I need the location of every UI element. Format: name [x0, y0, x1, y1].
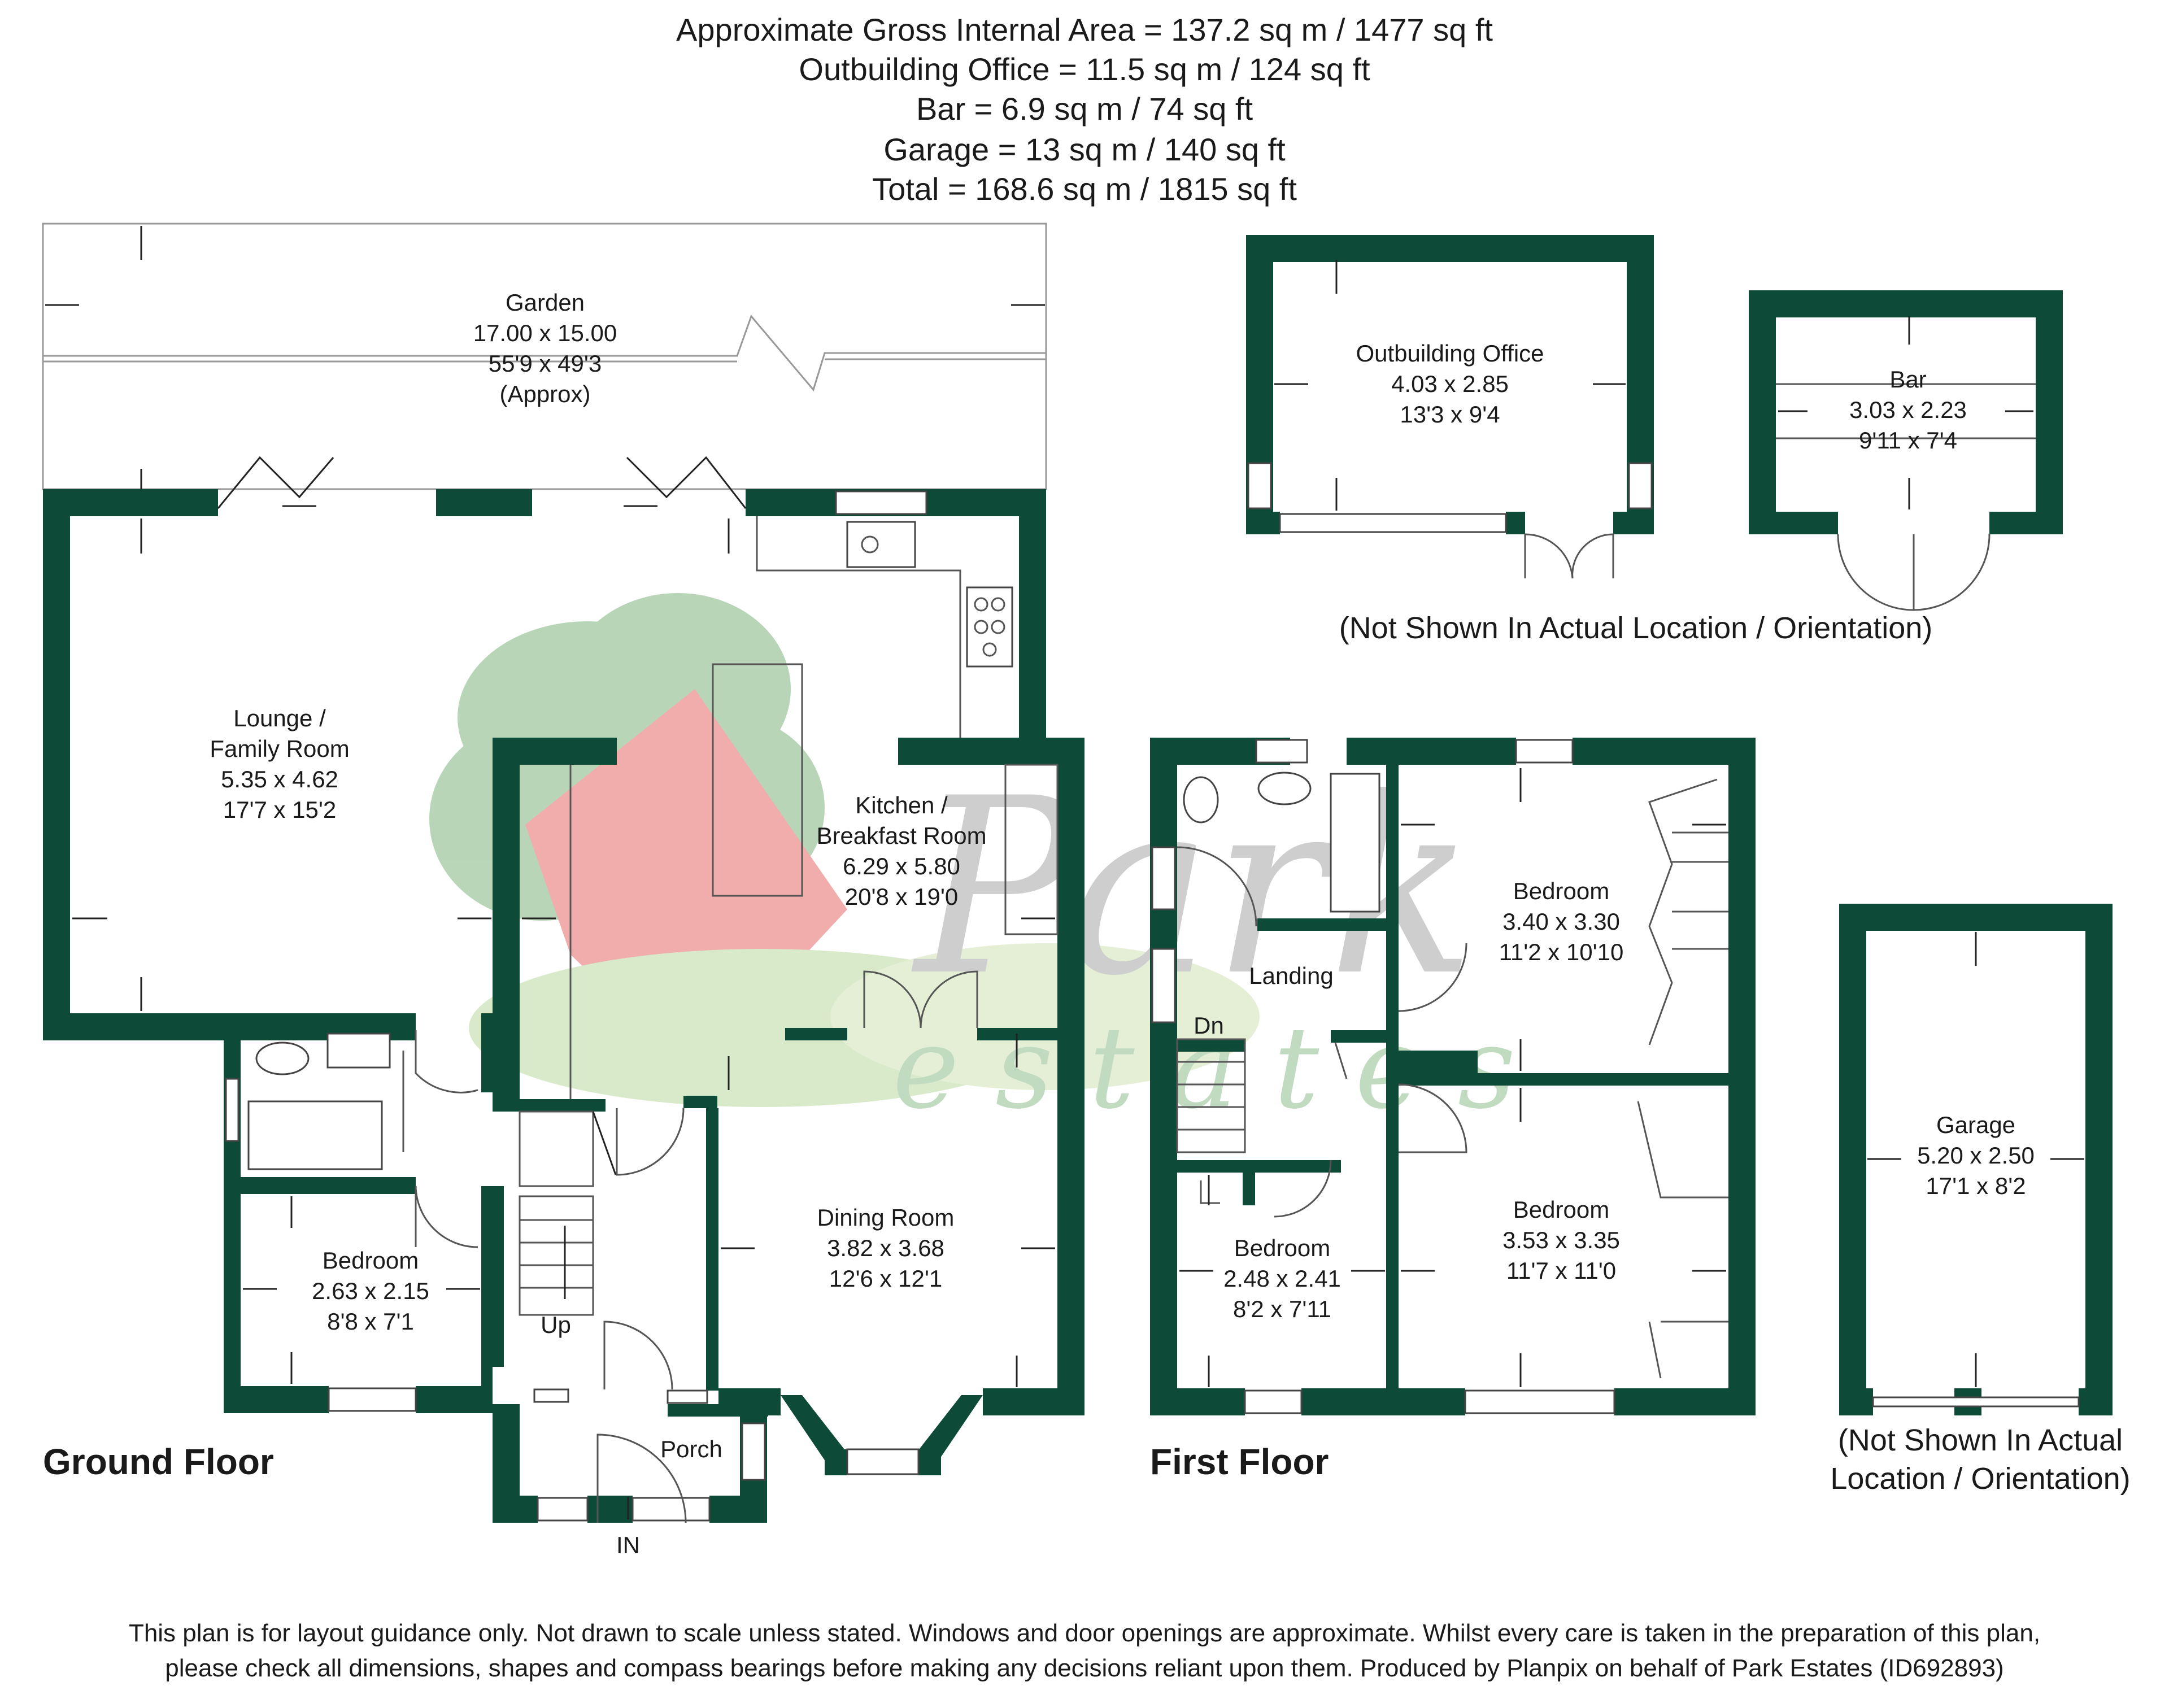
garden-imperial: 55'9 x 49'3	[489, 350, 602, 377]
kitchen-fittings	[247, 516, 1059, 1523]
first-floor-fittings	[1151, 739, 1728, 1414]
outbuildings-note: (Not Shown In Actual Location / Orientat…	[1339, 611, 1933, 645]
toilet	[255, 1042, 310, 1075]
garage-label: Garage	[1936, 1112, 2015, 1138]
outbuilding-office: Outbuilding Office 4.03 x 2.85 13'3 x 9'…	[1246, 235, 1654, 579]
ground-floor-title: Ground Floor	[43, 1441, 274, 1482]
dining-metric: 3.82 x 3.68	[827, 1235, 944, 1261]
first-floor-bath	[1330, 773, 1380, 913]
ff-bedroom1-metric: 3.40 x 3.30	[1502, 908, 1620, 935]
lounge-label-2: Family Room	[210, 735, 349, 762]
garage: Garage 5.20 x 2.50 17'1 x 8'2	[1839, 904, 2113, 1415]
ff-bedroom3-metric: 2.48 x 2.41	[1223, 1265, 1341, 1292]
kitchen-metric: 6.29 x 5.80	[843, 853, 960, 879]
bar-outbuilding: Bar 3.03 x 2.23 9'11 x 7'4	[1749, 290, 2063, 611]
first-floor-walls	[1150, 738, 1756, 1415]
garden-note: (Approx)	[499, 381, 590, 407]
office-label: Outbuilding Office	[1356, 340, 1544, 367]
garden-label: Garden	[506, 289, 585, 316]
porch-label: Porch	[660, 1436, 722, 1462]
lounge-label-1: Lounge /	[233, 705, 326, 731]
disclaimer-line-2: please check all dimensions, shapes and …	[165, 1654, 2004, 1682]
kitchen-imperial: 20'8 x 19'0	[845, 883, 959, 910]
landing-label: Landing	[1249, 962, 1333, 989]
first-floor-labels: Bedroom 3.40 x 3.30 11'2 x 10'10 Bedroom…	[1150, 878, 1623, 1482]
dining-label: Dining Room	[817, 1204, 955, 1231]
kitchen-label-2: Breakfast Room	[816, 822, 986, 849]
first-floor-toilet	[1183, 776, 1219, 823]
stairs-up-label: Up	[541, 1312, 571, 1338]
ground-floor-walls	[43, 489, 1084, 1523]
garage-metric: 5.20 x 2.50	[1917, 1142, 2035, 1169]
bar-label: Bar	[1889, 366, 1926, 393]
hob	[966, 586, 1013, 668]
disclaimer-line-1: This plan is for layout guidance only. N…	[129, 1619, 2040, 1647]
bath	[247, 1100, 383, 1170]
dining-imperial: 12'6 x 12'1	[829, 1265, 943, 1292]
stairs-down-label: Dn	[1194, 1012, 1224, 1039]
garden-metric: 17.00 x 15.00	[473, 320, 617, 346]
disclaimer: This plan is for layout guidance only. N…	[129, 1619, 2040, 1682]
bar-area-text: Bar = 6.9 sq m / 74 sq ft	[916, 91, 1253, 127]
garden: Garden 17.00 x 15.00 55'9 x 49'3 (Approx…	[42, 223, 1047, 490]
garage-note-1: (Not Shown In Actual	[1838, 1423, 2123, 1457]
gf-bedroom-imperial: 8'8 x 7'1	[327, 1308, 414, 1335]
entrance-label: IN	[616, 1532, 640, 1558]
kitchen-label-1: Kitchen /	[855, 792, 948, 818]
garage-note-2: Location / Orientation)	[1830, 1462, 2130, 1496]
lounge-metric: 5.35 x 4.62	[221, 766, 338, 792]
ff-bedroom3-label: Bedroom	[1234, 1235, 1330, 1261]
gross-area-text: Approximate Gross Internal Area = 137.2 …	[676, 12, 1493, 47]
first-floor-basin	[1257, 772, 1312, 805]
ground-floor-windows	[217, 456, 927, 1522]
office-imperial: 13'3 x 9'4	[1400, 401, 1500, 428]
ff-bedroom2-imperial: 11'7 x 11'0	[1506, 1257, 1616, 1284]
bar-imperial: 9'11 x 7'4	[1859, 427, 1957, 454]
lounge-imperial: 17'7 x 15'2	[223, 796, 337, 823]
gf-bedroom-label: Bedroom	[323, 1247, 419, 1274]
basin	[326, 1032, 391, 1069]
total-area-text: Total = 168.6 sq m / 1815 sq ft	[872, 171, 1297, 207]
kitchen-island	[712, 663, 803, 897]
sink	[846, 521, 916, 568]
bar-metric: 3.03 x 2.23	[1849, 396, 1967, 423]
ground-floor-labels: Lounge / Family Room 5.35 x 4.62 17'7 x …	[43, 705, 987, 1558]
ff-bedroom1-imperial: 11'2 x 10'10	[1499, 939, 1624, 965]
ff-bedroom2-label: Bedroom	[1513, 1196, 1609, 1223]
gf-bedroom-metric: 2.63 x 2.15	[312, 1278, 429, 1304]
office-metric: 4.03 x 2.85	[1391, 371, 1509, 397]
office-area-text: Outbuilding Office = 11.5 sq m / 124 sq …	[799, 51, 1370, 87]
ff-bedroom3-imperial: 8'2 x 7'11	[1233, 1296, 1331, 1322]
garage-area-text: Garage = 13 sq m / 140 sq ft	[883, 132, 1286, 167]
ground-dimension-arrows	[45, 226, 1055, 1387]
area-summary: Approximate Gross Internal Area = 137.2 …	[676, 12, 1493, 207]
first-floor-title: First Floor	[1150, 1441, 1329, 1482]
first-dimension-arrows	[1179, 768, 1726, 1387]
ff-bedroom1-label: Bedroom	[1513, 878, 1609, 904]
ff-bedroom2-metric: 3.53 x 3.35	[1502, 1227, 1620, 1253]
garage-imperial: 17'1 x 8'2	[1926, 1173, 2026, 1199]
